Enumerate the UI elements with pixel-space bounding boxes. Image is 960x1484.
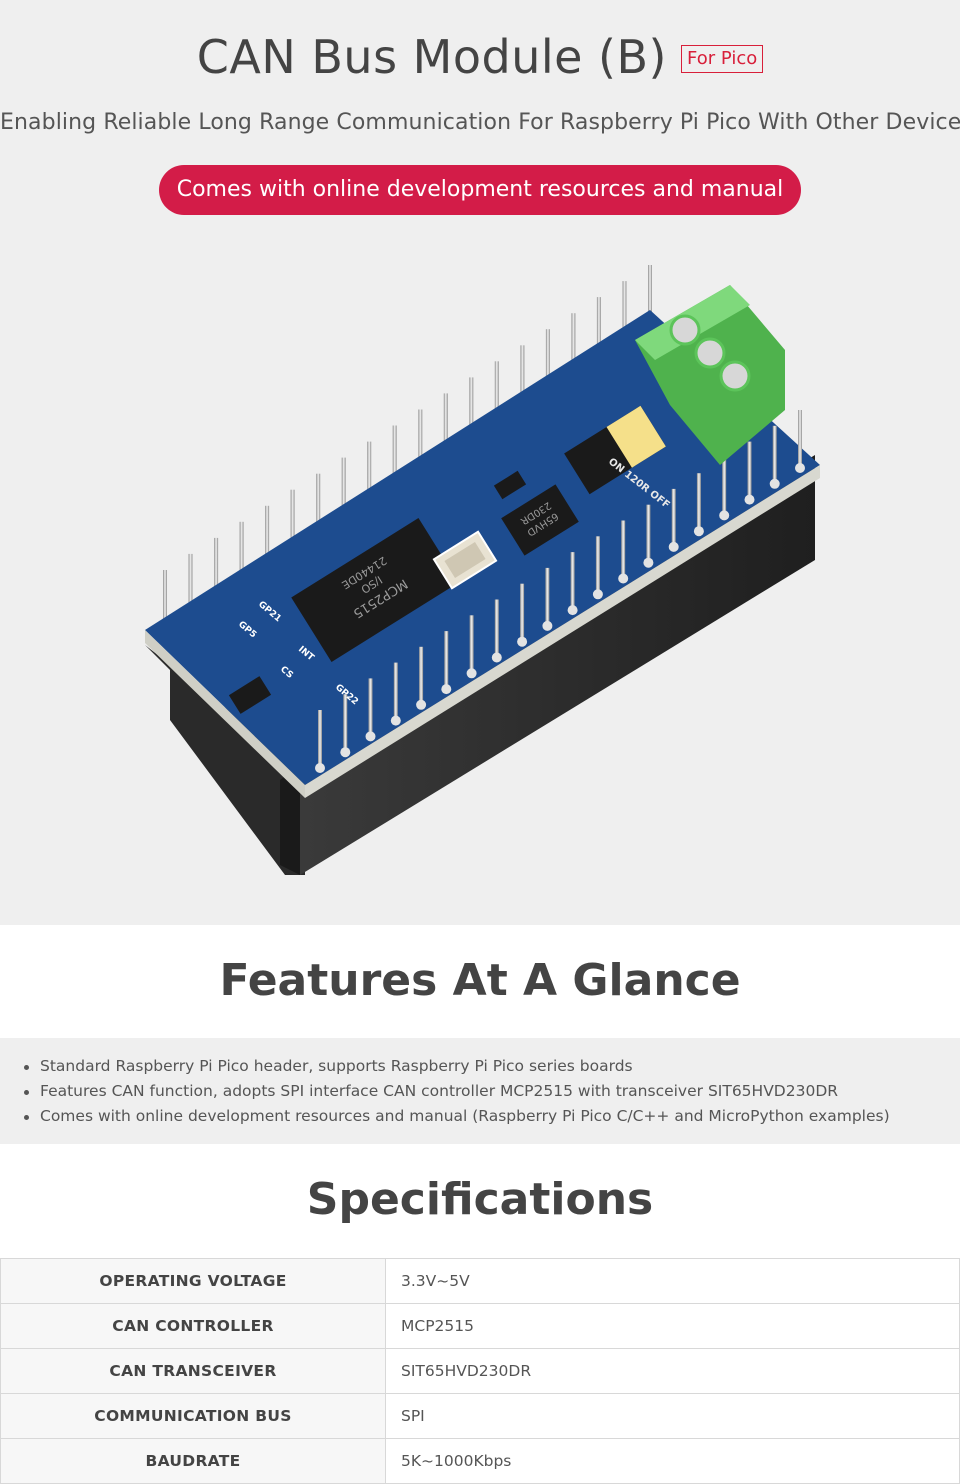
features-heading-section: Features At A Glance	[0, 925, 960, 1038]
header-pin	[443, 393, 448, 452]
spec-key: BAUDRATE	[0, 1438, 386, 1484]
header-pin	[520, 345, 525, 404]
header-pin	[772, 425, 777, 484]
pin-pad	[693, 526, 704, 537]
pin-pad	[618, 573, 629, 584]
header-pin	[214, 537, 219, 596]
title-row: CAN Bus Module (B) For Pico	[0, 30, 960, 84]
features-list-section: Standard Raspberry Pi Pico header, suppo…	[0, 1038, 960, 1144]
spec-key: OPERATING VOLTAGE	[0, 1258, 386, 1304]
header-pin	[671, 488, 676, 547]
pin-pad	[643, 557, 654, 568]
header-pin	[571, 313, 576, 372]
pin-pad	[340, 747, 351, 758]
header-pin	[494, 599, 499, 658]
pin-pad	[315, 763, 325, 773]
pin-pad	[491, 652, 502, 663]
pin-pad	[744, 494, 755, 505]
pin-pad	[542, 620, 553, 631]
pin-pad	[517, 636, 528, 647]
header-pin	[444, 631, 449, 690]
feature-item: Standard Raspberry Pi Pico header, suppo…	[22, 1054, 960, 1079]
header-pin	[239, 521, 244, 580]
header-pin	[318, 710, 322, 768]
header-pin	[418, 409, 423, 468]
header-pin	[419, 646, 424, 705]
spec-value: SIT65HVD230DR	[385, 1348, 960, 1394]
header-pin	[646, 504, 651, 563]
page-subtitle: Enabling Reliable Long Range Communicati…	[0, 110, 960, 135]
features-list: Standard Raspberry Pi Pico header, suppo…	[22, 1054, 960, 1129]
header-pin	[188, 553, 193, 612]
for-pico-badge: For Pico	[681, 45, 764, 73]
header-pin	[747, 441, 752, 500]
spec-value: 3.3V~5V	[385, 1258, 960, 1304]
spec-key: COMMUNICATION BUS	[0, 1393, 386, 1439]
features-title: Features At A Glance	[219, 955, 741, 1006]
header-pin	[696, 473, 701, 532]
header-pin	[265, 505, 270, 564]
spec-value: 5K~1000Kbps	[385, 1438, 960, 1484]
header-pin	[469, 377, 474, 436]
header-pin	[290, 489, 295, 548]
small-ic	[493, 470, 527, 500]
pin-pad	[416, 699, 427, 710]
header-pin	[722, 457, 727, 516]
pin-pad	[466, 668, 477, 679]
spec-value: MCP2515	[385, 1303, 960, 1349]
header-pins-right-row	[315, 410, 805, 773]
spec-key: CAN CONTROLLER	[0, 1303, 386, 1349]
header-pin	[798, 410, 802, 468]
header-pin	[393, 662, 398, 721]
regulator	[228, 676, 272, 714]
crystal	[432, 530, 498, 590]
header-pin	[163, 570, 167, 628]
feature-item: Comes with online development resources …	[22, 1104, 960, 1129]
pin-pad	[668, 541, 679, 552]
header-pin	[367, 441, 372, 500]
header-pin	[368, 678, 373, 737]
header-pin	[520, 583, 525, 642]
header-pin	[570, 552, 575, 611]
product-image: MCP2515 I/SO 21440DE 65HVD 230DR ON 120R…	[145, 265, 820, 875]
screw-terminal	[635, 285, 785, 465]
pin-pad	[592, 589, 603, 600]
header-pin	[316, 473, 321, 532]
header-pin	[622, 281, 627, 340]
header-pin	[545, 567, 550, 626]
spec-value: SPI	[385, 1393, 960, 1439]
header-pin	[596, 297, 601, 356]
specifications-title: Specifications	[306, 1174, 654, 1225]
hero-section: CAN Bus Module (B) For Pico Enabling Reli…	[0, 30, 960, 875]
pin-pad	[795, 463, 805, 473]
header-pin	[343, 694, 348, 753]
pin-pad	[390, 715, 401, 726]
pin-pad	[769, 478, 780, 489]
header-pin	[595, 536, 600, 595]
spec-key: CAN TRANSCEIVER	[0, 1348, 386, 1394]
header-pin	[545, 329, 550, 388]
feature-item: Features CAN function, adopts SPI interf…	[22, 1079, 960, 1104]
header-pin	[648, 265, 652, 323]
pin-pad	[441, 684, 452, 695]
pin-pad	[365, 731, 376, 742]
header-pin	[494, 361, 499, 420]
header-pin	[341, 457, 346, 516]
header-pin	[621, 520, 626, 579]
page-title: CAN Bus Module (B)	[196, 30, 668, 84]
resources-pill: Comes with online development resources …	[159, 165, 801, 215]
mcp2515-chip: MCP2515 I/SO 21440DE	[291, 518, 459, 662]
header-pin	[469, 615, 474, 674]
pin-pad	[719, 510, 730, 521]
header-pin	[392, 425, 397, 484]
pin-pad	[567, 605, 578, 616]
